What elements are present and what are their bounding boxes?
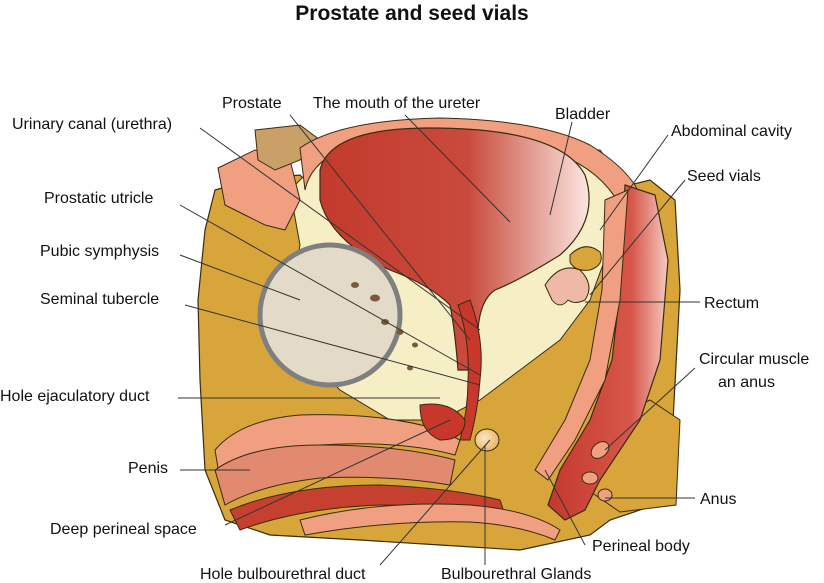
label-pubic-symphysis: Pubic symphysis <box>40 243 160 260</box>
label-an-anus: an anus <box>718 374 775 391</box>
label-hole-bulbourethral-duct: Hole bulbourethral duct <box>200 566 366 583</box>
leader-lines <box>178 114 700 566</box>
label-penis: Penis <box>128 460 169 477</box>
label-hole-ejaculatory-duct: Hole ejaculatory duct <box>0 388 150 405</box>
label-mouth-of-ureter: The mouth of the ureter <box>313 95 481 112</box>
diagram-title: Prostate and seed vials <box>295 2 529 25</box>
label-anus: Anus <box>700 491 737 508</box>
label-prostatic-utricle: Prostatic utricle <box>44 190 154 207</box>
label-rectum: Rectum <box>704 295 760 312</box>
seed-vials <box>544 267 590 306</box>
label-prostate: Prostate <box>222 95 282 112</box>
urethra-lower <box>299 503 561 541</box>
label-seminal-tubercle: Seminal tubercle <box>40 291 160 308</box>
rectum <box>547 184 669 521</box>
tan-fold-top <box>254 124 321 171</box>
label-circular-muscle: Circular muscle <box>699 351 810 368</box>
label-urinary-canal: Urinary canal (urethra) <box>12 116 173 133</box>
ampulla <box>569 246 602 271</box>
corpus-spongiosum-band <box>229 484 506 531</box>
label-bulbourethral-glands: Bulbourethral Glands <box>441 566 592 583</box>
label-deep-perineal-space: Deep perineal space <box>50 521 197 538</box>
label-abdominal-cavity: Abdominal cavity <box>671 123 792 140</box>
rectum-wall-peach <box>534 189 629 481</box>
prostatic-red-bulb <box>419 403 466 441</box>
label-perineal-body: Perineal body <box>592 538 690 555</box>
bulbourethral-gland <box>474 428 500 452</box>
anal-sphincter-shapes <box>581 441 613 502</box>
pubic-symphysis-bone <box>257 242 403 388</box>
label-seed-vials: Seed vials <box>687 168 761 185</box>
label-bladder: Bladder <box>555 106 611 123</box>
urethral-duct <box>457 299 482 441</box>
